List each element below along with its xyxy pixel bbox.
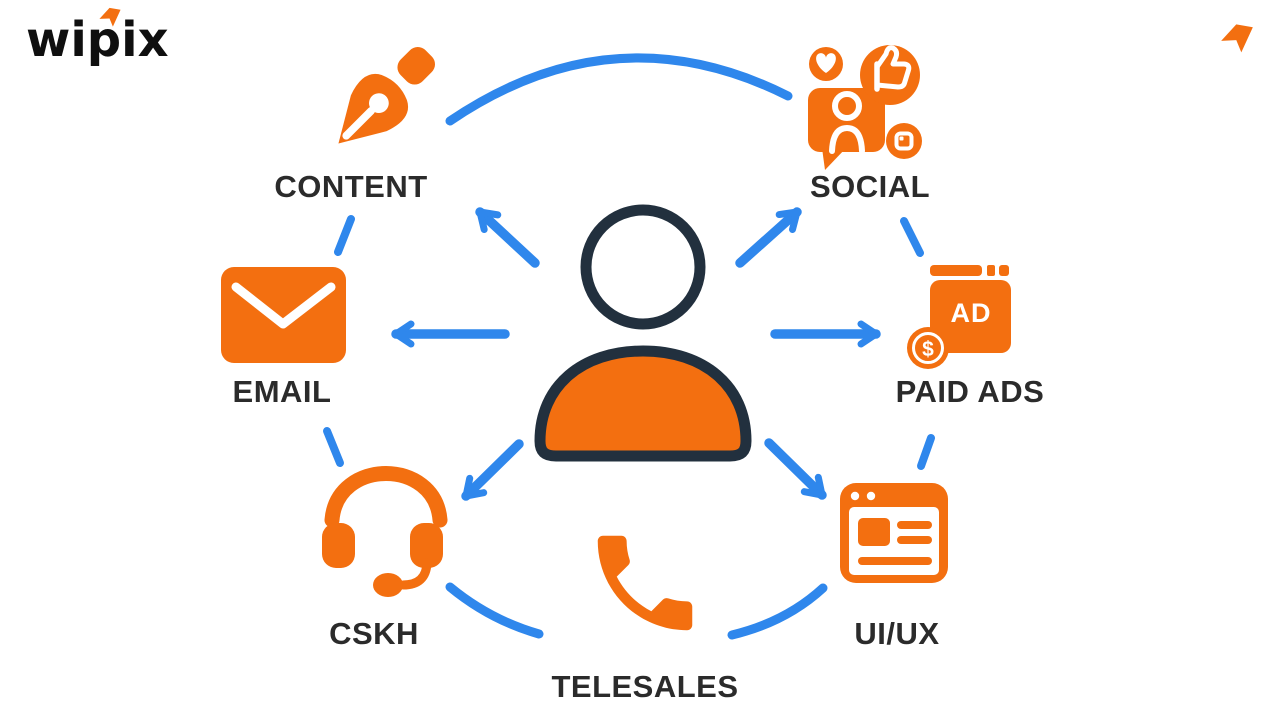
ring-dash-right-lower bbox=[917, 434, 935, 470]
heart-icon bbox=[809, 47, 843, 81]
ring-dash-right-upper bbox=[900, 217, 924, 257]
ring-dash-left-lower bbox=[323, 427, 344, 467]
arrow-down-right bbox=[764, 438, 827, 500]
label-content: CONTENT bbox=[274, 169, 428, 204]
dollar-coin-icon: $ bbox=[907, 327, 949, 369]
label-social: SOCIAL bbox=[809, 169, 931, 204]
logo: wipix bbox=[26, 7, 169, 68]
person-icon bbox=[534, 204, 752, 462]
ring-dash-left-upper bbox=[334, 215, 355, 256]
phone-icon bbox=[597, 535, 693, 631]
logo-text: wipix bbox=[26, 12, 169, 68]
pen-nib-icon bbox=[338, 46, 436, 144]
ad-window-dollar-icon: AD $ bbox=[907, 265, 1011, 369]
chat-bubble-icon bbox=[808, 88, 885, 170]
photo-icon bbox=[886, 123, 922, 159]
arrow-up-left bbox=[475, 207, 540, 268]
radiating-arrows bbox=[391, 207, 881, 501]
envelope-icon bbox=[221, 267, 346, 363]
ring-arc-top bbox=[445, 53, 793, 126]
label-email: EMAIL bbox=[232, 374, 332, 409]
flag-arrow-icon bbox=[99, 7, 121, 27]
arrow-down-left bbox=[461, 439, 524, 501]
person-body bbox=[534, 345, 752, 462]
thumbs-up-icon bbox=[860, 45, 920, 105]
dollar-text: $ bbox=[922, 338, 934, 361]
arrow-up-right bbox=[735, 207, 802, 268]
social-engagement-icon bbox=[808, 45, 922, 170]
label-cskh: CSKH bbox=[329, 616, 419, 651]
label-telesales: TELESALES bbox=[551, 669, 739, 704]
ring-arc-bottom-right bbox=[727, 583, 828, 640]
ring-arc-bottom-left bbox=[445, 582, 544, 639]
flag-arrow-icon bbox=[1221, 24, 1253, 53]
headset-icon bbox=[322, 466, 448, 597]
browser-wireframe-icon bbox=[840, 483, 948, 583]
label-ui-ux: UI/UX bbox=[854, 616, 940, 651]
connector-ring bbox=[323, 53, 935, 640]
person-head bbox=[580, 204, 706, 330]
label-paid-ads: PAID ADS bbox=[895, 374, 1045, 409]
ad-text: AD bbox=[951, 298, 992, 328]
